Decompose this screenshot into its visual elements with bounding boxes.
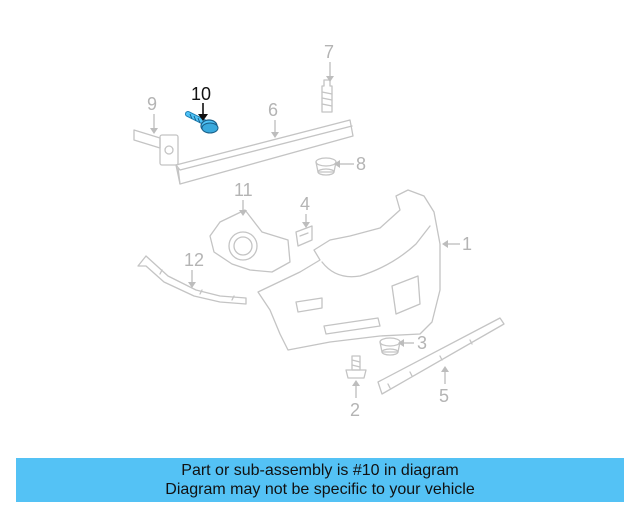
callout-9: 9	[147, 94, 157, 114]
banner-line-2: Diagram may not be specific to your vehi…	[165, 481, 475, 498]
part-5-lower-molding	[377, 317, 505, 395]
part-9-bracket	[133, 129, 179, 166]
part-12-retainer	[137, 255, 247, 305]
callout-3: 3	[417, 333, 427, 353]
parts-diagram: 7 6 9 10 8 11 4 1 12 3 2 5	[133, 42, 505, 420]
callout-12: 12	[184, 250, 204, 270]
part-10-bolt	[185, 111, 219, 134]
callout-7: 7	[324, 42, 334, 62]
part-8-nut	[315, 157, 337, 176]
callout-4: 4	[300, 194, 310, 214]
callout-6: 6	[268, 100, 278, 120]
callout-1: 1	[462, 234, 472, 254]
part-7-bolt	[321, 79, 333, 113]
banner-line-1: Part or sub-assembly is #10 in diagram	[181, 462, 459, 479]
part-1-bumper-cover	[257, 189, 441, 351]
part-11-liner	[209, 209, 291, 273]
part-6-reinforcement-beam	[175, 119, 354, 185]
part-3-nut	[379, 337, 401, 356]
callout-11: 11	[234, 180, 253, 200]
leader-lines	[150, 62, 460, 398]
callout-8: 8	[356, 154, 366, 174]
info-banner: Part or sub-assembly is #10 in diagram D…	[16, 458, 624, 502]
part-2-bolt	[345, 355, 367, 379]
callout-10: 10	[191, 84, 211, 104]
callout-5: 5	[439, 386, 449, 406]
callout-2: 2	[350, 400, 360, 420]
part-4-clip	[295, 225, 313, 247]
